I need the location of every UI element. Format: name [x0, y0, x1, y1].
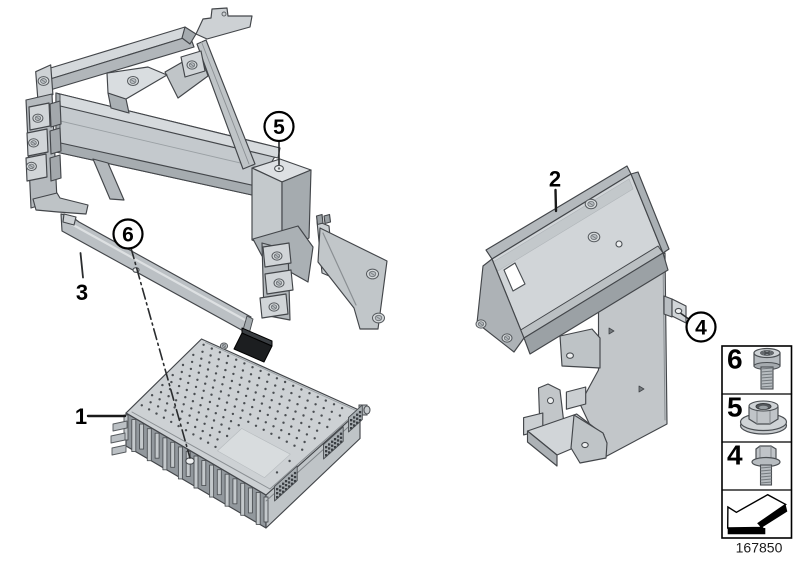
svg-text:6: 6 — [727, 344, 743, 375]
svg-text:6: 6 — [122, 224, 134, 247]
svg-text:5: 5 — [273, 116, 285, 139]
svg-text:4: 4 — [727, 440, 743, 471]
svg-text:5: 5 — [727, 392, 743, 423]
svg-text:4: 4 — [695, 317, 707, 340]
svg-text:2: 2 — [549, 167, 561, 192]
svg-text:167850: 167850 — [736, 540, 783, 556]
svg-text:1: 1 — [75, 404, 87, 429]
svg-text:3: 3 — [76, 280, 88, 305]
